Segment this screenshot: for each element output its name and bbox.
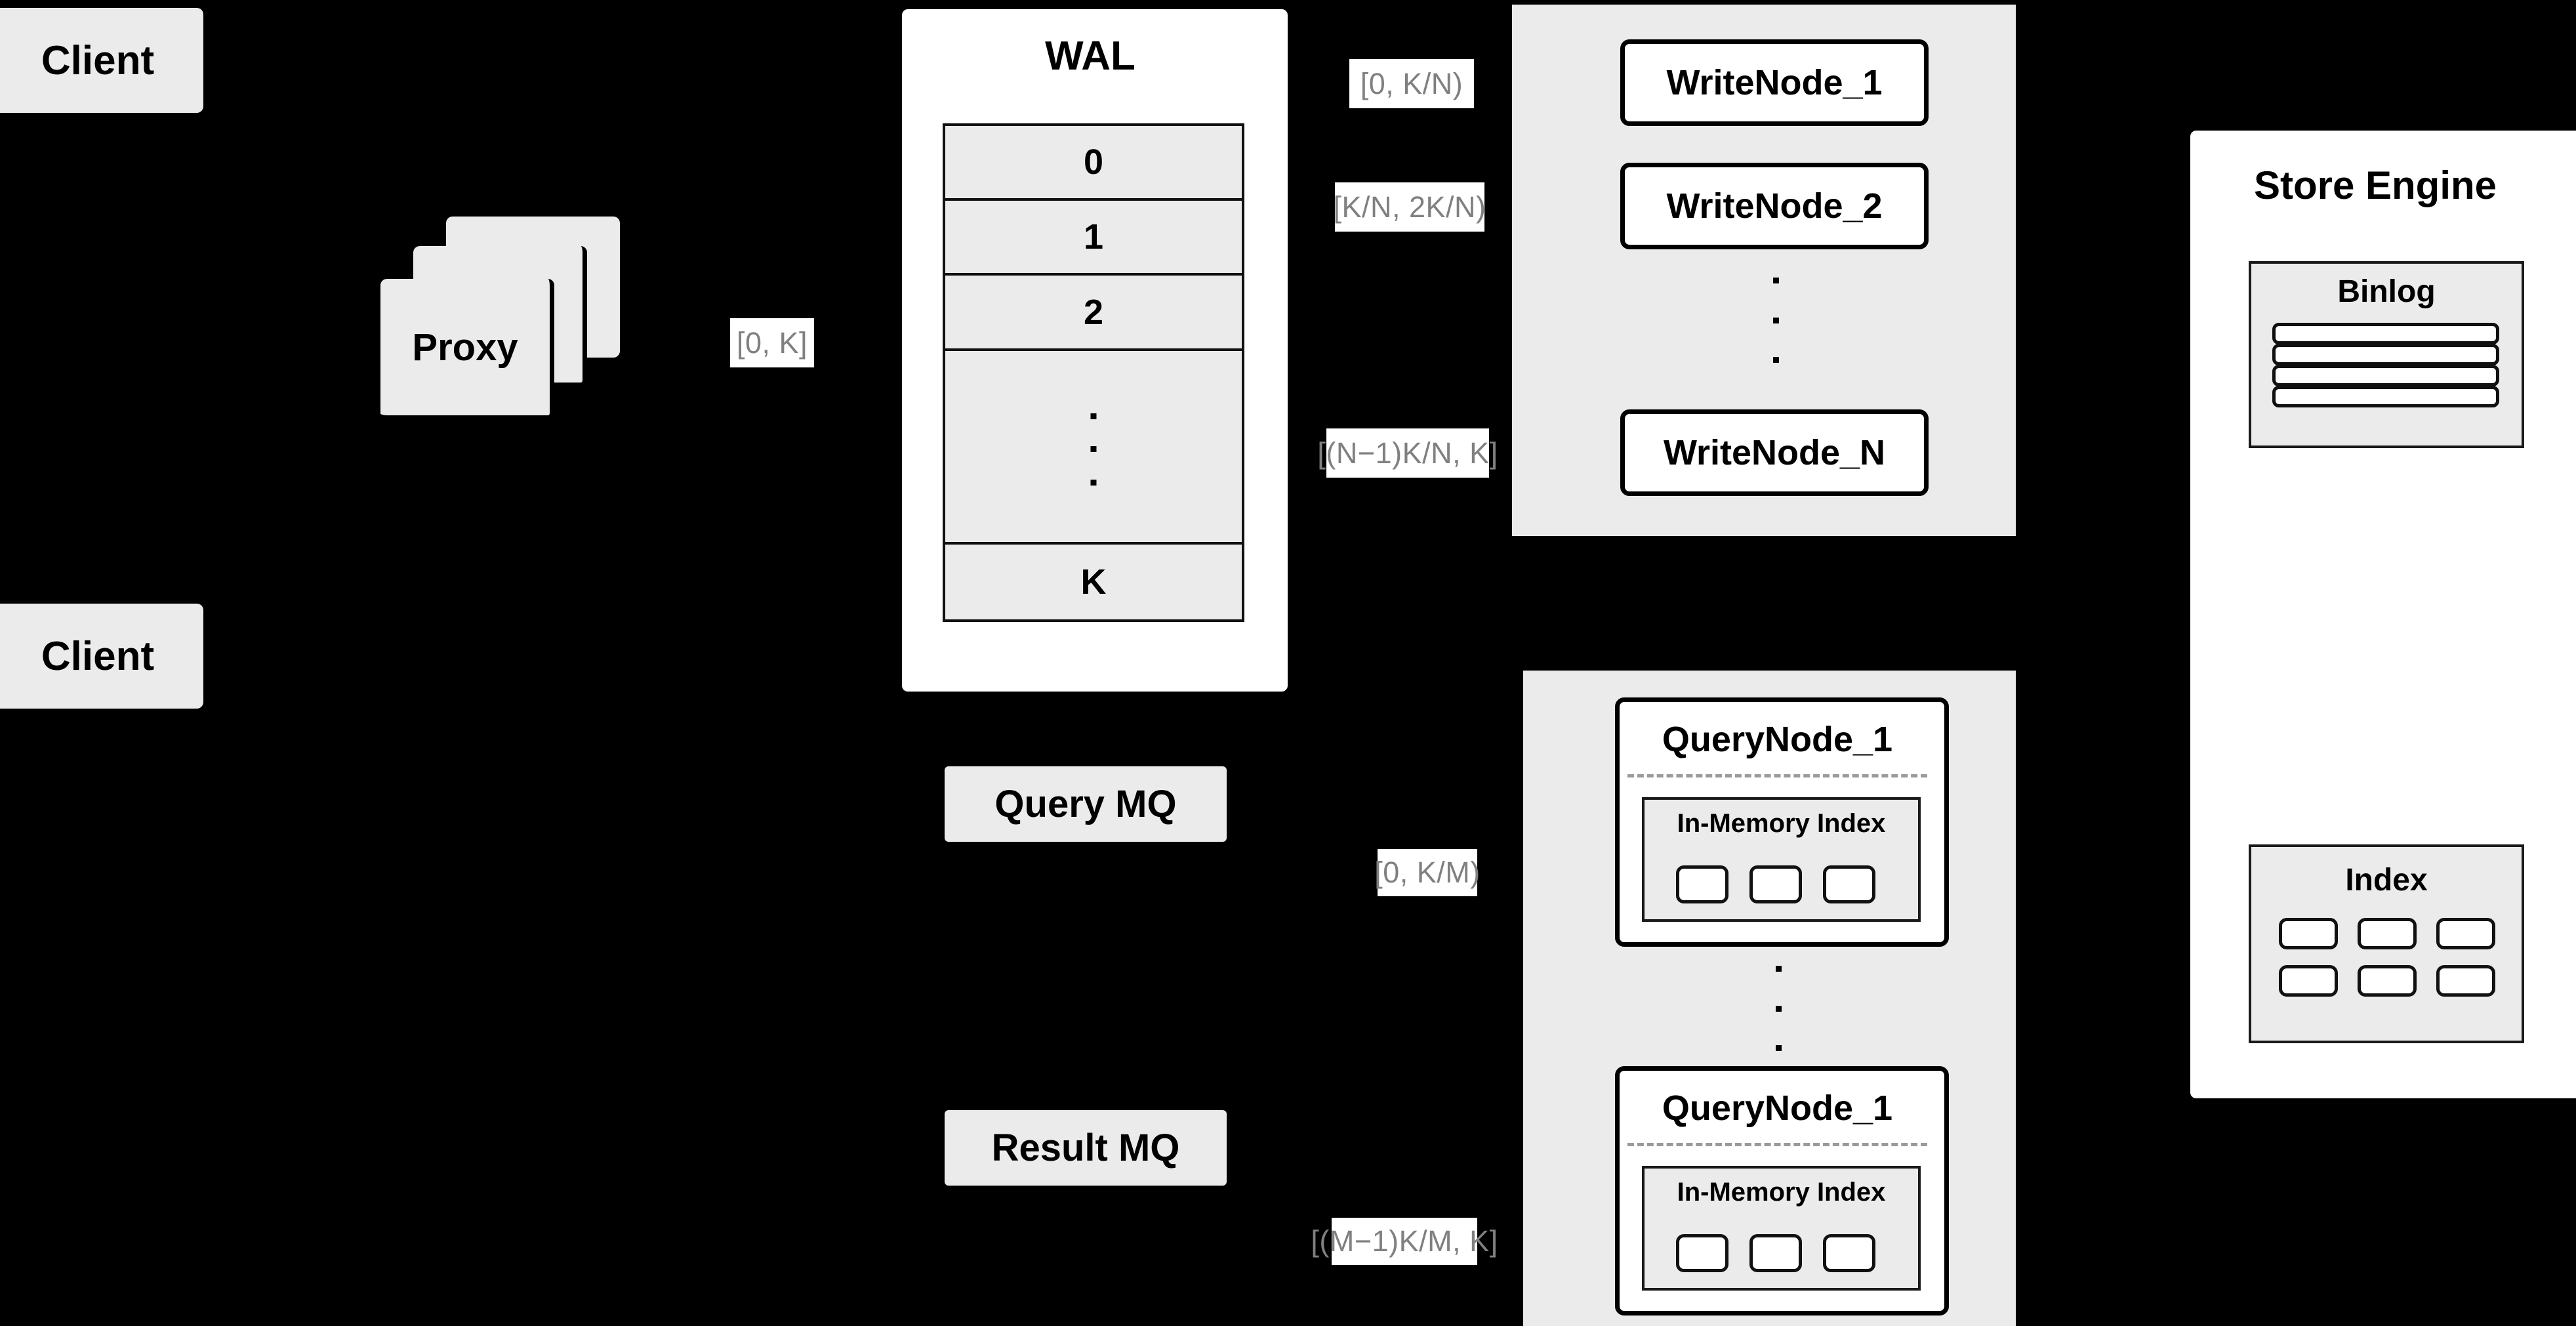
result-mq-box[interactable]: Result MQ — [945, 1110, 1227, 1186]
query-node-m-range-label: [(M−1)K/M, K] — [1311, 1218, 1498, 1265]
proxy-label: Proxy — [412, 325, 518, 369]
binlog-label: Binlog — [2337, 274, 2436, 309]
index-segment-chip — [1823, 1234, 1875, 1272]
index-box: Index — [2249, 844, 2524, 1043]
write-node-1-range-label: [0, K/N) — [1349, 59, 1474, 108]
binlog-box: Binlog — [2249, 261, 2524, 448]
write-node-1-label: WriteNode_1 — [1666, 63, 1883, 102]
result-mq-label: Result MQ — [991, 1127, 1180, 1169]
write-node-n[interactable]: WriteNode_N — [1620, 409, 1929, 496]
wal-row: 1 — [945, 201, 1242, 276]
write-node-2-range-label: [K/N, 2K/N) — [1333, 182, 1486, 232]
binlog-entry — [2272, 344, 2499, 365]
index-entry — [2436, 918, 2495, 949]
query-node-1-inmemory-index: In-Memory Index — [1642, 797, 1921, 922]
query-mq-box[interactable]: Query MQ — [945, 766, 1227, 842]
wal-table: 0 1 2 K — [943, 123, 1244, 622]
query-mq-label: Query MQ — [994, 783, 1177, 825]
query-node-1-range-label: [0, K/M) — [1374, 849, 1480, 896]
write-node-2[interactable]: WriteNode_2 — [1620, 163, 1929, 249]
index-entry — [2358, 965, 2417, 997]
index-label: Index — [2345, 862, 2428, 898]
query-node-1-divider — [1627, 774, 1927, 777]
client-box-1[interactable]: Client — [0, 8, 203, 113]
store-engine-arrows — [2155, 392, 2182, 951]
query-node-m-divider — [1627, 1143, 1927, 1146]
index-segment-chip — [1823, 865, 1875, 903]
query-node-1-label: QueryNode_1 — [1662, 720, 1893, 759]
write-node-n-range-label: [(N−1)K/N, K] — [1317, 428, 1498, 478]
query-node-1[interactable]: QueryNode_1 In-Memory Index — [1615, 697, 1949, 947]
wal-row: K — [945, 544, 1242, 619]
client-label-1: Client — [41, 37, 155, 83]
wal-vertical-ellipsis — [1090, 413, 1097, 486]
wal-row: 0 — [945, 126, 1242, 201]
binlog-entry — [2272, 365, 2499, 386]
store-engine-title: Store Engine — [2253, 163, 2497, 207]
index-entry — [2358, 918, 2417, 949]
write-node-2-label: WriteNode_2 — [1666, 186, 1883, 226]
wal-row-ellipsis — [945, 350, 1242, 545]
index-entry — [2279, 965, 2338, 997]
index-segment-chip — [1749, 1234, 1802, 1272]
binlog-entry — [2272, 323, 2499, 344]
index-segment-chip — [1749, 865, 1802, 903]
query-node-1-index-label: In-Memory Index — [1677, 808, 1886, 838]
query-node-m-index-label: In-Memory Index — [1677, 1177, 1886, 1207]
write-node-n-label: WriteNode_N — [1663, 433, 1886, 472]
index-segment-chip — [1676, 1234, 1728, 1272]
index-entry — [2279, 918, 2338, 949]
wal-row: 2 — [945, 276, 1242, 351]
binlog-entry — [2272, 386, 2499, 407]
query-node-m-label: QueryNode_1 — [1662, 1088, 1893, 1128]
proxy-box[interactable]: Proxy — [380, 279, 554, 420]
proxy-stack[interactable]: Proxy — [380, 217, 682, 433]
query-node-m-inmemory-index: In-Memory Index — [1642, 1166, 1921, 1291]
index-segment-chip — [1676, 865, 1728, 903]
query-node-m[interactable]: QueryNode_1 In-Memory Index — [1615, 1066, 1949, 1316]
write-cluster-vertical-ellipsis — [1772, 278, 1779, 363]
write-node-1[interactable]: WriteNode_1 — [1620, 39, 1929, 126]
index-entry — [2436, 965, 2495, 997]
client-box-2[interactable]: Client — [0, 604, 203, 709]
client-label-2: Client — [41, 633, 155, 679]
proxy-range-label: [0, K] — [730, 318, 814, 367]
query-cluster-vertical-ellipsis — [1775, 966, 1782, 1051]
wal-title: WAL — [1045, 33, 1135, 79]
